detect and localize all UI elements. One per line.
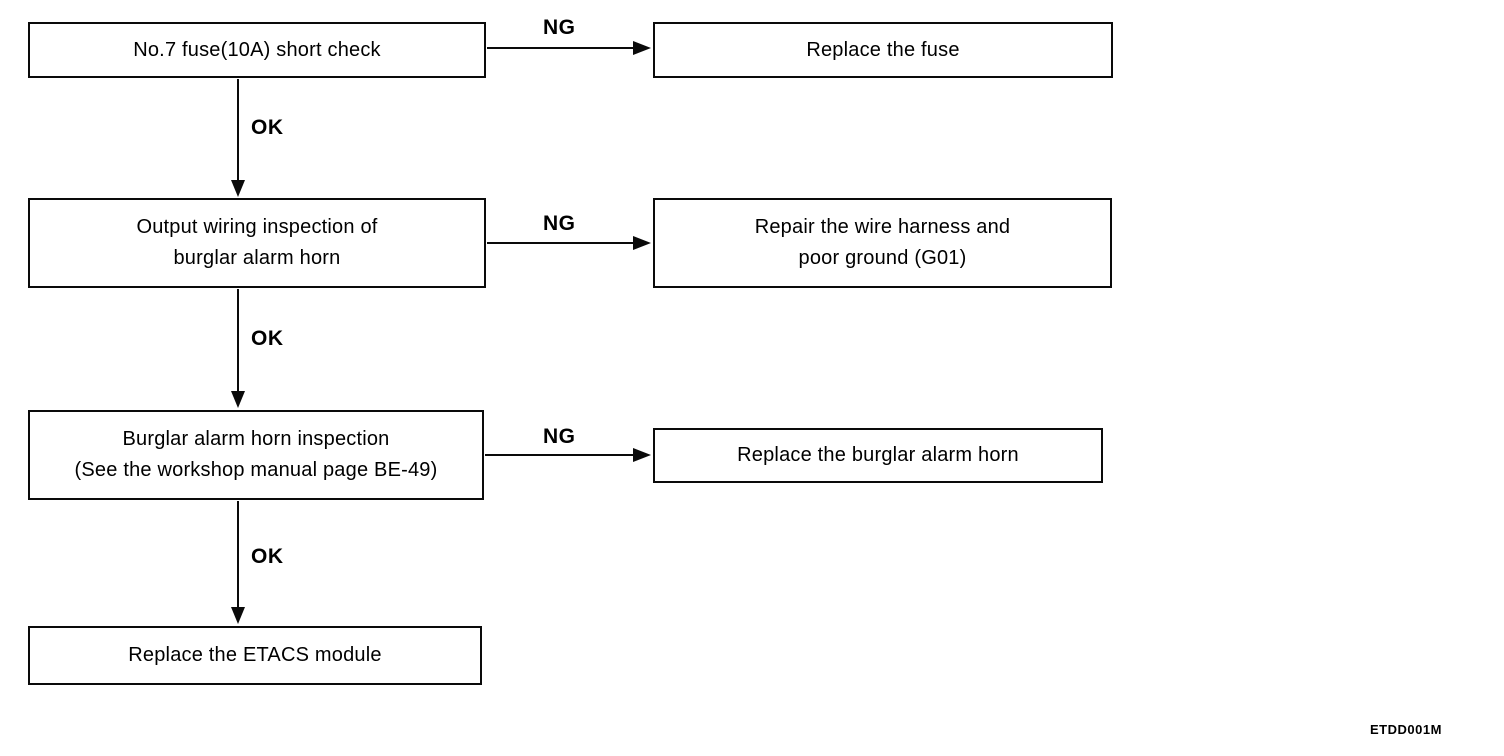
arrow-down-head bbox=[231, 607, 245, 624]
node-replace-etacs-label: Replace the ETACS module bbox=[128, 644, 382, 666]
arrow-ng-wiring-to-repair-harness bbox=[487, 236, 651, 250]
node-replace-fuse: Replace the fuse bbox=[653, 22, 1113, 78]
node-horn-inspection-line2: (See the workshop manual page BE-49) bbox=[74, 459, 438, 481]
node-horn-inspection: Burglar alarm horn inspection (See the w… bbox=[28, 410, 484, 500]
node-replace-fuse-label: Replace the fuse bbox=[806, 38, 960, 61]
node-fuse-check: No.7 fuse(10A) short check bbox=[28, 22, 486, 78]
arrow-right-head bbox=[633, 448, 651, 462]
arrow-right-head bbox=[633, 236, 651, 250]
node-output-wiring-line1: Output wiring inspection of bbox=[136, 216, 378, 238]
node-replace-horn-label: Replace the burglar alarm horn bbox=[737, 444, 1019, 466]
arrow-shaft bbox=[237, 501, 239, 609]
node-repair-harness-line2: poor ground (G01) bbox=[798, 247, 967, 269]
arrow-down-head bbox=[231, 180, 245, 197]
node-horn-inspection-line1: Burglar alarm horn inspection bbox=[122, 428, 390, 450]
ng-label-2: NG bbox=[543, 212, 576, 235]
arrow-ng-fuse-to-replace-fuse bbox=[487, 41, 651, 55]
ng-label-3: NG bbox=[543, 425, 576, 448]
arrow-ok-fuse-to-wiring bbox=[231, 79, 245, 197]
node-output-wiring-line2: burglar alarm horn bbox=[173, 247, 341, 269]
ng-label-1: NG bbox=[543, 16, 576, 39]
node-repair-harness-line1: Repair the wire harness and bbox=[754, 216, 1011, 238]
arrow-ng-inspection-to-replace-horn bbox=[485, 448, 651, 462]
arrow-ok-wiring-to-horn-inspection bbox=[231, 289, 245, 408]
node-repair-harness: Repair the wire harness and poor ground … bbox=[653, 198, 1112, 288]
arrow-shaft bbox=[487, 47, 635, 49]
ok-label-1: OK bbox=[251, 116, 284, 139]
arrow-shaft bbox=[485, 454, 635, 456]
arrow-shaft bbox=[237, 289, 239, 393]
arrow-shaft bbox=[487, 242, 635, 244]
node-fuse-check-label: No.7 fuse(10A) short check bbox=[133, 38, 381, 61]
node-replace-horn: Replace the burglar alarm horn bbox=[653, 428, 1103, 483]
node-replace-etacs: Replace the ETACS module bbox=[28, 626, 482, 685]
arrow-ok-horn-inspection-to-etacs bbox=[231, 501, 245, 624]
arrow-shaft bbox=[237, 79, 239, 182]
node-output-wiring-inspection: Output wiring inspection of burglar alar… bbox=[28, 198, 486, 288]
arrow-down-head bbox=[231, 391, 245, 408]
arrow-right-head bbox=[633, 41, 651, 55]
figure-code: ETDD001M bbox=[1370, 722, 1442, 737]
ok-label-3: OK bbox=[251, 545, 284, 568]
ok-label-2: OK bbox=[251, 327, 284, 350]
